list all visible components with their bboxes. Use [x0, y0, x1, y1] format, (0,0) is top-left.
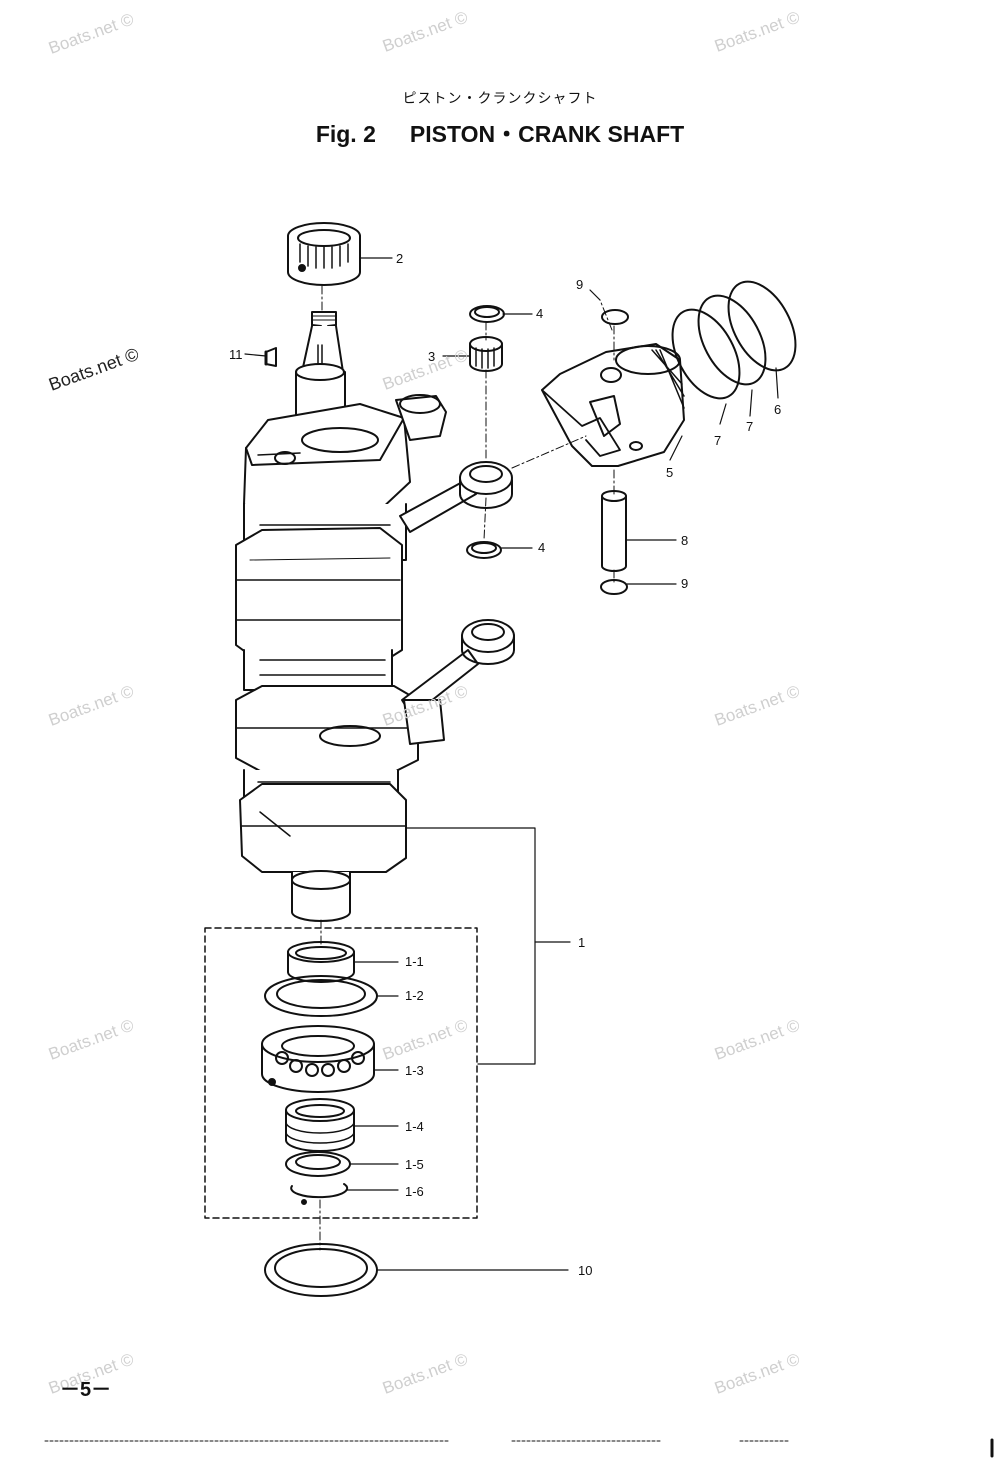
part-4-thrust-washer-lower [466, 541, 502, 559]
callout-1-6: 1-6 [405, 1184, 424, 1199]
part-5-piston [541, 343, 685, 467]
page-title: Fig. 2 PISTON・CRANK SHAFT [0, 115, 1000, 149]
page-number: －5－ [60, 1379, 112, 1401]
part-11-woodruff-key [264, 347, 277, 367]
callout-7-right: 7 [746, 419, 753, 434]
assembly-centerlines [319, 285, 615, 1251]
part-2-needle-bearing [287, 222, 361, 286]
part-1-4-spacer [285, 1098, 355, 1152]
part-8-piston-pin [601, 490, 627, 572]
callout-9-lower: 9 [681, 576, 688, 591]
callout-7-left: 7 [714, 433, 721, 448]
callout-4-upper: 4 [536, 306, 543, 321]
callout-4-lower: 4 [538, 540, 545, 555]
callout-1-1: 1-1 [405, 954, 424, 969]
crankshaft [235, 311, 447, 922]
callout-9-upper: 9 [576, 277, 583, 292]
part-9-clip-upper [601, 309, 629, 325]
callouts: 2 4 3 11 4 9 5 6 7 7 8 9 1 1-1 1-2 1-3 1… [229, 251, 781, 1278]
callout-6: 6 [774, 402, 781, 417]
callout-1-5: 1-5 [405, 1157, 424, 1172]
piston-ring-7-upper [697, 294, 767, 386]
part-1-6-snap-ring [290, 1183, 349, 1205]
callout-8: 8 [681, 533, 688, 548]
leader-lines [244, 257, 779, 1271]
callout-1-3: 1-3 [405, 1063, 424, 1078]
part-3-small-end-bearing [469, 336, 503, 372]
piston-ring-7-lower [671, 308, 741, 400]
part-10-thrust-washer [264, 1243, 378, 1297]
part-1-5-washer [285, 1151, 351, 1177]
part-4-thrust-washer-upper [469, 305, 505, 323]
callout-3: 3 [428, 349, 435, 364]
callout-1: 1 [578, 935, 585, 950]
part-1-1-collar [287, 941, 355, 983]
part-1-3-ball-bearing [261, 1025, 375, 1093]
figure-title: PISTON・CRANK SHAFT [409, 121, 685, 147]
figure-number: Fig. 2 [315, 121, 376, 147]
part-9-clip-lower [600, 579, 628, 595]
connecting-rod-lower [401, 619, 515, 745]
callout-1-4: 1-4 [405, 1119, 424, 1134]
callout-11: 11 [229, 347, 243, 362]
piston-ring-6 [727, 280, 797, 372]
callout-1-2: 1-2 [405, 988, 424, 1003]
callout-2: 2 [396, 251, 403, 266]
callout-5: 5 [666, 465, 673, 480]
assembly-1-outline [204, 927, 478, 1219]
title-japanese: ピストン・クランクシャフト [402, 91, 598, 107]
callout-10: 10 [578, 1263, 592, 1278]
connecting-rod-upper [399, 461, 513, 533]
